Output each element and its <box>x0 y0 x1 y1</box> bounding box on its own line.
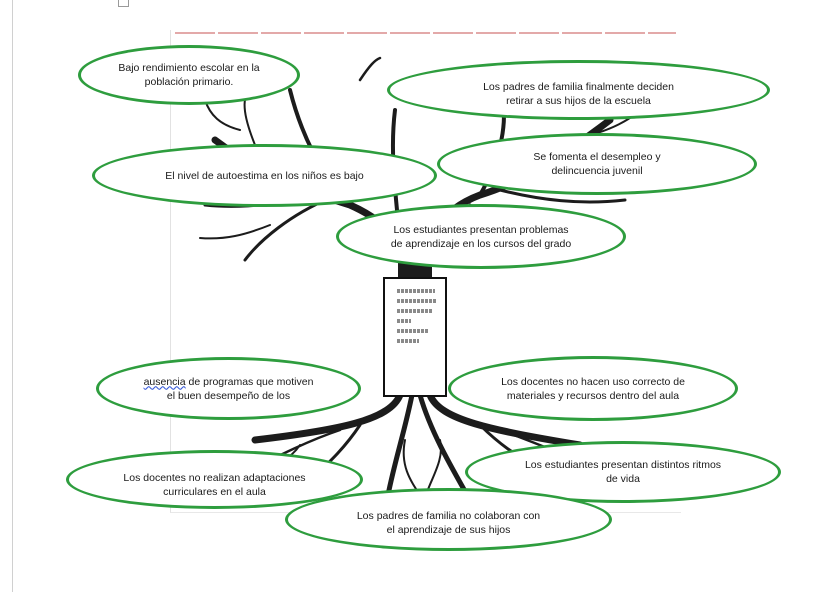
trunk-scribble-line <box>397 309 433 313</box>
cause-text: Los docentes no hacen uso correcto de ma… <box>501 375 685 402</box>
cause-text: Los estudiantes presentan distintos ritm… <box>524 459 722 485</box>
central-problem-oval: Los estudiantes presentan problemas de a… <box>336 204 626 269</box>
effect-oval-autoestima: El nivel de autoestima en los niños es b… <box>92 144 437 207</box>
trunk-text-box <box>383 277 447 397</box>
effect-oval-desempleo: Se fomenta el desempleo y delincuencia j… <box>437 133 757 195</box>
cause-text: ausencia de programas que motiven el bue… <box>139 375 318 403</box>
cause-text: Los padres de familia no colaboran con e… <box>356 509 541 536</box>
effect-text: Los padres de familia finalmente deciden… <box>483 81 674 107</box>
effect-text: Bajo rendimiento escolar en la población… <box>118 62 260 88</box>
cause-oval-materiales: Los docentes no hacen uso correcto de ma… <box>448 356 738 421</box>
cause-oval-padres-colaboran: Los padres de familia no colaboran con e… <box>285 488 612 551</box>
trunk-scribble-line <box>397 339 419 343</box>
cause-oval-adaptaciones: Los docentes no realizan adaptaciones cu… <box>66 450 363 509</box>
cause-text-rest: de programas que motiven el buen desempe… <box>166 375 314 402</box>
effect-oval-padres-retiran: Los padres de familia finalmente deciden… <box>387 60 770 120</box>
trunk-scribble-line <box>397 289 435 293</box>
spellcheck-word: ausencia <box>143 375 186 388</box>
effect-text: El nivel de autoestima en los niños es b… <box>165 169 364 182</box>
trunk-scribble-line <box>397 319 411 323</box>
effect-oval-bajo-rendimiento: Bajo rendimiento escolar en la población… <box>78 45 300 105</box>
effect-text: Se fomenta el desempleo y delincuencia j… <box>533 151 661 177</box>
trunk-scribble-line <box>397 299 437 303</box>
central-problem-text: Los estudiantes presentan problemas de a… <box>390 223 572 250</box>
document-corner-mark <box>118 0 129 7</box>
trunk-scribble-line <box>397 329 429 333</box>
cause-text: Los docentes no realizan adaptaciones cu… <box>123 471 306 498</box>
cause-oval-ausencia-programas: ausencia de programas que motiven el bue… <box>96 357 361 420</box>
page-edge <box>12 0 13 592</box>
